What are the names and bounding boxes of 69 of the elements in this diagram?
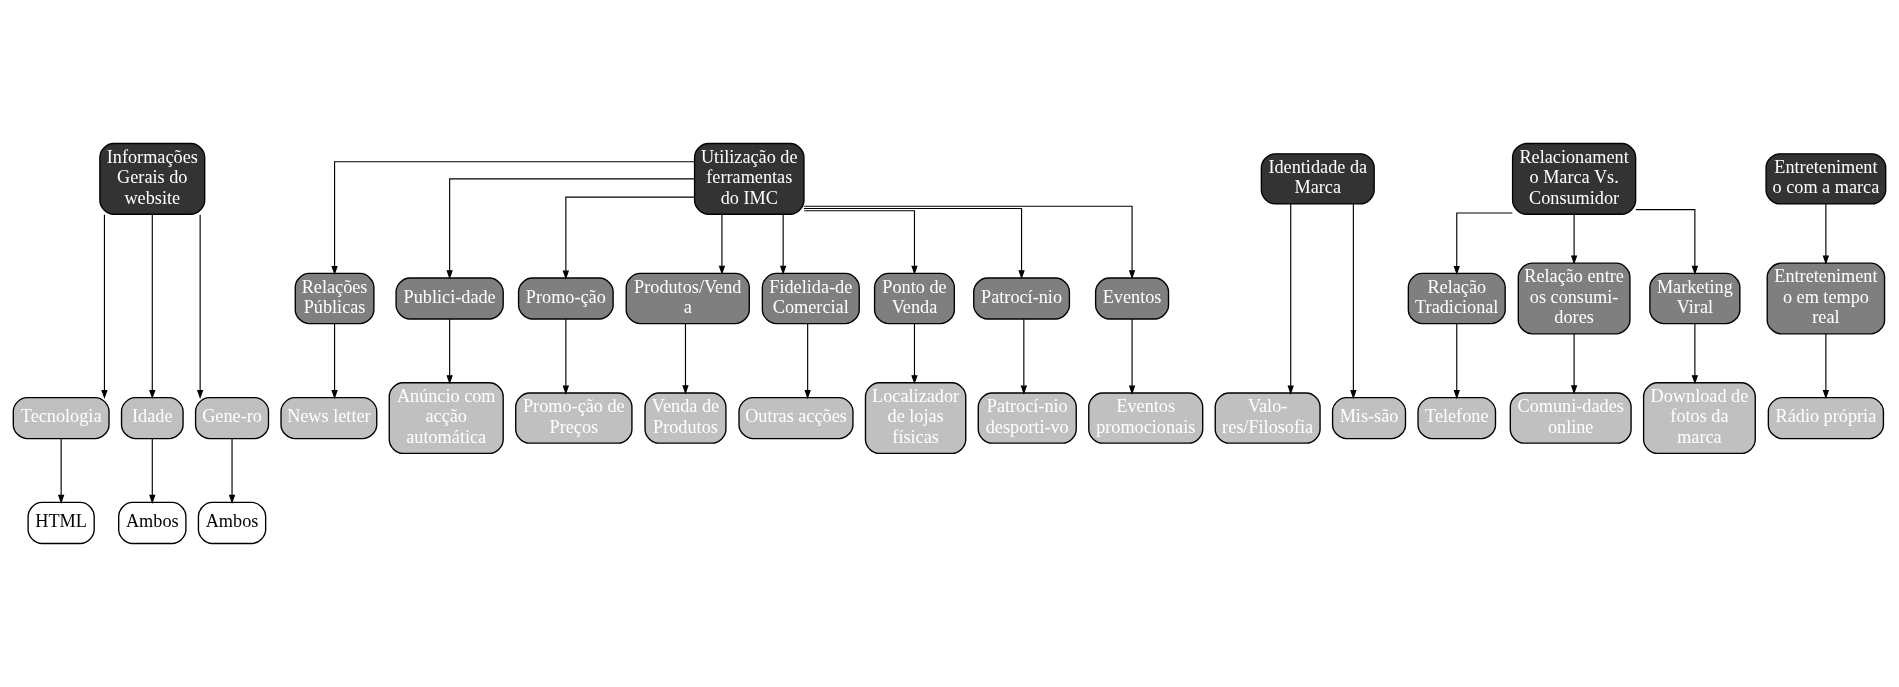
node-box: Produtos/Venda — [625, 272, 750, 325]
node-box: Relação Tradicional — [1407, 272, 1506, 325]
arrow — [562, 318, 570, 395]
node-box: Ambos — [197, 501, 267, 545]
node-box: Gene-ro — [194, 396, 270, 440]
node-box: Marketing Viral — [1649, 272, 1741, 325]
node-box: Identidade da Marca — [1260, 153, 1375, 205]
arrow — [1570, 213, 1578, 265]
node-box: Patrocí-nio — [973, 277, 1071, 320]
node-box: Telefone — [1417, 396, 1497, 440]
arrow — [1822, 333, 1830, 400]
arrow — [1350, 203, 1357, 400]
arrow — [196, 214, 204, 400]
node-box: Ponto de Venda — [873, 272, 956, 325]
node-box: Fidelida-de Comercial — [761, 272, 860, 325]
node-box: Entretenimento em tempo real — [1766, 262, 1886, 335]
arrow — [1635, 209, 1699, 275]
arrow — [57, 438, 65, 504]
node-box: Ambos — [118, 501, 187, 545]
node-box: Utilização de ferramentas do IMC — [693, 142, 805, 215]
arrow — [446, 318, 453, 385]
node-box: Eventos — [1094, 277, 1170, 320]
arrow — [228, 438, 236, 504]
arrow — [1691, 323, 1699, 385]
node-box: Publici-dade — [395, 277, 504, 320]
node-box: Idade — [120, 396, 184, 440]
node-box: Eventos promocionais — [1088, 392, 1204, 444]
arrow — [911, 323, 918, 385]
node-box: Valo-res/Filosofia — [1214, 392, 1321, 444]
node-box: Entretenimento com a marca — [1765, 153, 1887, 205]
node-box: Relações Públicas — [294, 272, 375, 325]
arrow — [803, 207, 1025, 280]
node-box: Patrocí-nio desporti-vo — [977, 392, 1077, 444]
node-box: Relação entre os consumi-dores — [1517, 262, 1631, 335]
arrow — [1287, 203, 1294, 395]
arrow — [1453, 323, 1460, 400]
node-box: Mis-são — [1331, 396, 1407, 440]
arrow — [1570, 333, 1578, 395]
arrow — [331, 323, 338, 400]
node-box: Comuni-dades online — [1509, 392, 1632, 444]
arrow — [101, 214, 108, 400]
arrow — [1822, 203, 1830, 265]
arrow — [149, 438, 156, 504]
node-box: Outras acções — [738, 396, 854, 440]
node-box: Anúncio com acção automática — [388, 382, 504, 455]
node-box: Informações Gerais do website — [99, 142, 206, 215]
arrow — [1020, 318, 1028, 395]
node-box: Tecnologia — [12, 396, 110, 440]
arrow — [1128, 318, 1136, 395]
arrow — [446, 178, 695, 280]
node-box: Localizador de lojas físicas — [864, 382, 967, 455]
arrow — [718, 213, 726, 275]
node-box: HTML — [27, 501, 95, 545]
node-box: Promo-ção — [517, 277, 614, 320]
node-box: Download de fotos da marca — [1642, 382, 1756, 455]
node-box: Promo-ção de Preços — [515, 392, 633, 444]
arrow — [804, 323, 811, 400]
node-box: News letter — [280, 396, 378, 440]
arrow — [331, 161, 695, 276]
arrow — [1453, 212, 1513, 276]
arrow — [149, 214, 156, 400]
arrow — [803, 205, 1136, 280]
node-box: Venda de Produtos — [644, 392, 727, 444]
arrow — [562, 196, 695, 280]
arrow — [682, 323, 689, 395]
node-box: Rádio própria — [1767, 396, 1885, 440]
node-box: Relacionamento Marca Vs. Consumidor — [1511, 142, 1637, 215]
arrow — [779, 213, 787, 275]
arrow — [803, 210, 918, 275]
